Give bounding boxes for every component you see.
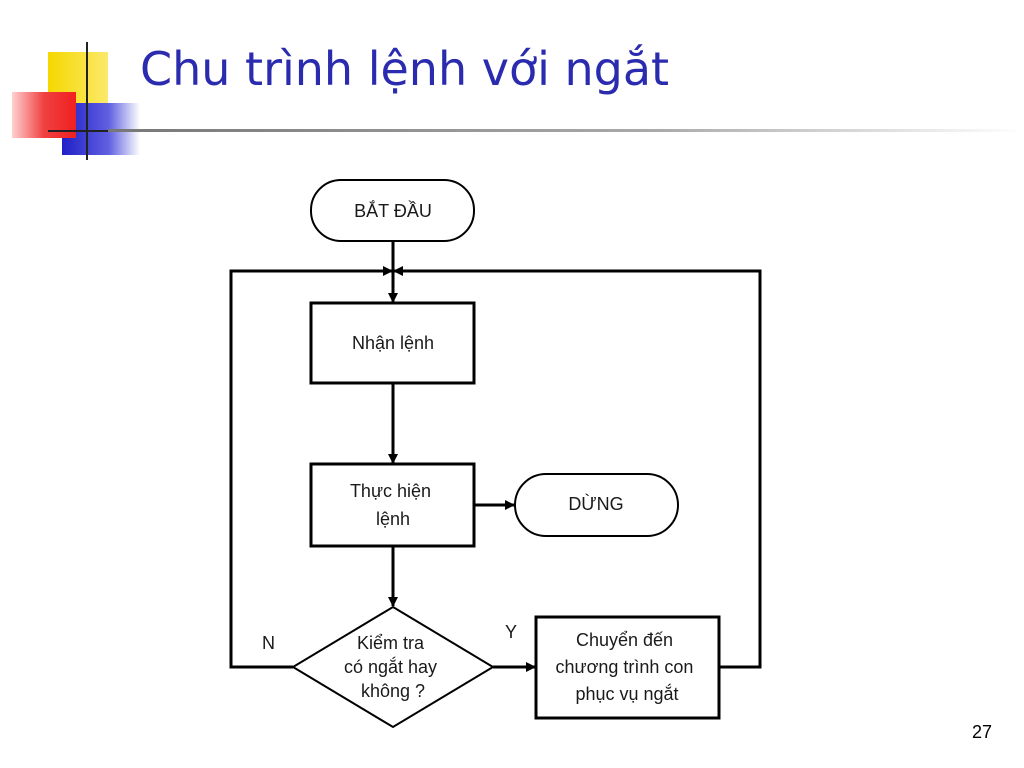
execute-label-line1: Thực hiện: [350, 481, 431, 501]
interrupt-label-line1: Chuyển đến: [576, 630, 673, 650]
interrupt-label-line2: chương trình con: [556, 657, 694, 677]
fetch-label: Nhận lệnh: [352, 333, 434, 353]
slide-title: Chu trình lệnh với ngắt: [140, 42, 670, 96]
title-underline: [108, 129, 1024, 132]
svg-text:Thực hiện lệnh: Thực hiện lệnh: [350, 481, 436, 529]
check-label-line2: có ngắt hay: [344, 656, 437, 677]
stop-label: DỪNG: [568, 493, 623, 514]
interrupt-label-line3: phục vụ ngắt: [575, 683, 678, 704]
check-label-line3: không ?: [361, 681, 425, 701]
page-number: 27: [971, 722, 992, 742]
stop-terminal: [514, 473, 679, 537]
svg-text:Chuyển đến chương trình co: Chuyển đến chương trình con phục vụ ngắt: [556, 630, 699, 704]
check-decision: [291, 605, 495, 729]
start-label: BẮT ĐẦU: [354, 200, 432, 221]
svg-text:Kiểm tra có ngắt hay k: Kiểm tra có ngắt hay không ?: [344, 633, 442, 701]
no-branch-label: N: [262, 633, 275, 653]
loop-yes-path: [393, 266, 762, 669]
svg-text:Nhận lệnh: Nhận lệnh: [352, 333, 434, 353]
execute-box: [309, 462, 476, 548]
interrupt-box: [534, 615, 721, 720]
svg-text:BẮT ĐẦU: BẮT ĐẦU: [354, 200, 432, 221]
execute-label-line2: lệnh: [376, 509, 410, 529]
loop-no-path: [229, 266, 393, 669]
yes-branch-label: Y: [505, 622, 517, 642]
svg-text:DỪNG: DỪNG: [568, 493, 623, 514]
check-label-line1: Kiểm tra: [357, 633, 425, 653]
